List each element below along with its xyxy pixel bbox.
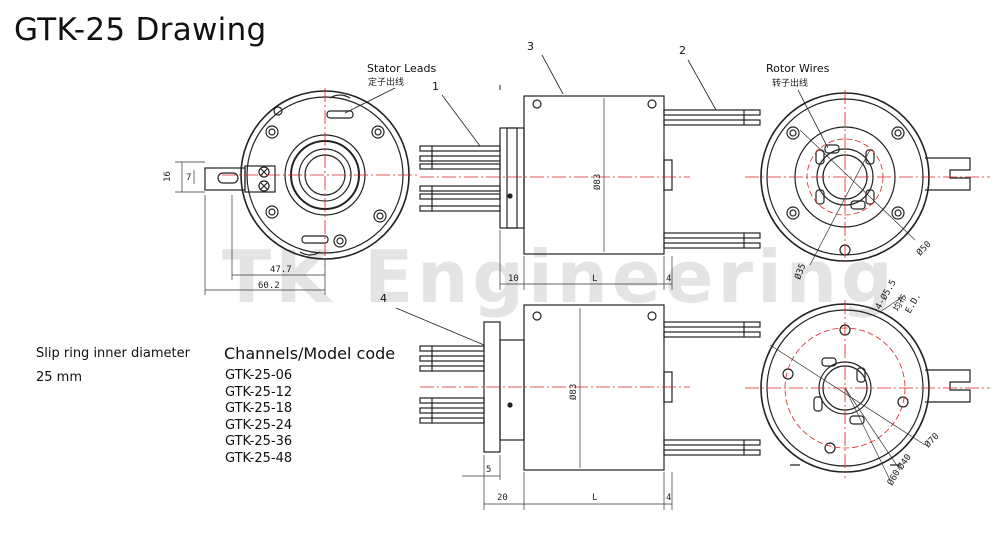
dim-47-7: 47.7 <box>270 265 292 275</box>
callout-4-leader <box>395 307 485 346</box>
dim-4-bottom: 4 <box>666 493 671 503</box>
rotor-wires-label: Rotor Wires <box>766 62 830 75</box>
dim-20: 20 <box>497 493 508 503</box>
model-code-item: GTK-25-12 <box>225 384 293 400</box>
dim-ed: E.D. <box>904 292 924 316</box>
dim-phi35: Ø35 <box>792 262 808 281</box>
dim-l-top: L <box>592 274 597 284</box>
side-view-bottom <box>419 304 761 471</box>
dim-phi83-top: Ø83 <box>592 174 603 190</box>
dim-l-bottom: L <box>592 493 597 503</box>
model-code-item: GTK-25-48 <box>225 450 293 466</box>
rotor-wires-leader <box>797 89 829 149</box>
flange-dimension-lines <box>769 294 926 481</box>
dim-5: 5 <box>486 465 491 475</box>
dim-phi83-bottom: Ø83 <box>568 384 579 400</box>
callout-1: 1 <box>432 80 439 93</box>
stator-dimension-lines <box>175 161 326 295</box>
stator-leads-leader <box>344 87 396 114</box>
callout-3-leader <box>541 54 564 95</box>
stator-leads-cn-label: 定子出线 <box>368 76 404 88</box>
rotor-centerlines <box>745 90 990 262</box>
dim-10: 10 <box>508 274 519 284</box>
model-codes-list: GTK-25-06 GTK-25-12 GTK-25-18 GTK-25-24 … <box>225 368 292 468</box>
dim-phi70: Ø70 <box>922 431 941 450</box>
callout-4: 4 <box>380 292 387 305</box>
stator-centerlines <box>222 88 420 265</box>
model-code-item: GTK-25-06 <box>225 368 293 383</box>
dim-60-2: 60.2 <box>258 281 280 291</box>
dim-4-top: 4 <box>666 274 671 284</box>
flange-centerlines <box>745 300 990 478</box>
inner-diameter-label: Slip ring inner diameter <box>36 346 190 361</box>
dim-phi50: Ø50 <box>914 239 933 258</box>
callout-1-leader <box>441 94 481 147</box>
dim-7: 7 <box>186 173 191 183</box>
callout-2-leader <box>687 59 717 111</box>
model-code-item: GTK-25-24 <box>225 417 293 433</box>
rotor-wires-cn-label: 转子出线 <box>772 77 808 89</box>
callout-2: 2 <box>679 44 686 57</box>
side-view-top-dimensions <box>499 98 673 290</box>
inner-diameter-value: 25 mm <box>36 370 83 385</box>
dim-phi60: Ø60 <box>885 468 903 488</box>
page-title: GTK-25 Drawing <box>14 12 267 48</box>
dim-phi40: Ø40 <box>895 452 913 472</box>
rotor-dimension-lines <box>799 129 916 266</box>
model-code-item: GTK-25-18 <box>225 401 293 417</box>
stator-leads-label: Stator Leads <box>367 62 437 75</box>
side-view-top <box>419 95 761 255</box>
side-view-bottom-dimensions <box>462 308 673 510</box>
callout-3: 3 <box>527 40 534 53</box>
model-code-item: GTK-25-36 <box>225 434 293 450</box>
model-codes-heading: Channels/Model code <box>224 344 396 363</box>
dim-16: 16 <box>163 171 173 182</box>
